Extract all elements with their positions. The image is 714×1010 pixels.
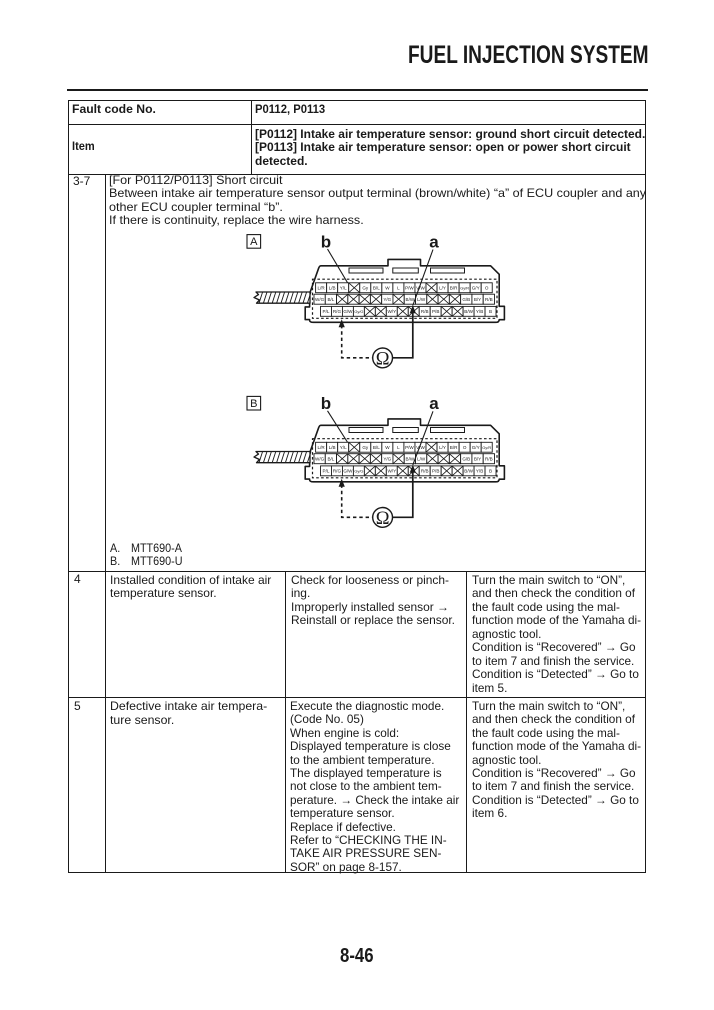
svg-text:O: O bbox=[485, 285, 489, 290]
svg-text:P/W: P/W bbox=[405, 285, 414, 290]
svg-text:G/W: G/W bbox=[343, 469, 353, 474]
svg-text:Gy: Gy bbox=[362, 445, 369, 450]
svg-text:P/B: P/B bbox=[432, 469, 439, 474]
svg-text:A: A bbox=[250, 236, 258, 248]
svg-text:R/B: R/B bbox=[421, 469, 429, 474]
svg-text:L/R: L/R bbox=[318, 445, 326, 450]
svg-text:P/W: P/W bbox=[405, 445, 414, 450]
svg-text:P/L: P/L bbox=[323, 469, 330, 474]
svg-text:b: b bbox=[321, 232, 331, 251]
svg-text:R/B: R/B bbox=[485, 456, 493, 461]
svg-text:V/W: V/W bbox=[416, 445, 425, 450]
svg-text:L: L bbox=[397, 285, 400, 290]
svg-text:B/Y: B/Y bbox=[474, 297, 481, 302]
svg-text:B/L: B/L bbox=[327, 297, 334, 302]
svg-text:B: B bbox=[250, 398, 257, 410]
svg-text:P/L: P/L bbox=[323, 309, 330, 314]
svg-text:R/G: R/G bbox=[333, 309, 342, 314]
svg-text:L/Y: L/Y bbox=[439, 285, 446, 290]
svg-text:Gy/R: Gy/R bbox=[482, 445, 491, 450]
svg-text:W/Y: W/Y bbox=[387, 309, 396, 314]
svg-text:L/B: L/B bbox=[329, 285, 336, 290]
svg-text:B/W: B/W bbox=[406, 297, 415, 302]
svg-text:L: L bbox=[397, 445, 400, 450]
svg-text:W/G: W/G bbox=[315, 297, 325, 302]
svg-text:b: b bbox=[321, 394, 331, 413]
svg-text:Y/B: Y/B bbox=[476, 469, 483, 474]
svg-text:G/Y: G/Y bbox=[472, 285, 480, 290]
svg-text:G/Y: G/Y bbox=[472, 445, 480, 450]
svg-text:R/G: R/G bbox=[333, 469, 342, 474]
svg-text:B/W: B/W bbox=[464, 309, 473, 314]
svg-text:L/W: L/W bbox=[417, 456, 426, 461]
svg-text:L/Y: L/Y bbox=[439, 445, 446, 450]
svg-text:B/R: B/R bbox=[450, 285, 458, 290]
svg-text:Gy/G: Gy/G bbox=[354, 469, 363, 474]
svg-text:a: a bbox=[429, 394, 439, 413]
svg-text:W: W bbox=[385, 285, 390, 290]
svg-text:Ω: Ω bbox=[376, 349, 390, 369]
svg-text:a: a bbox=[429, 232, 439, 251]
svg-text:Y/G: Y/G bbox=[383, 297, 391, 302]
svg-text:B/W: B/W bbox=[406, 456, 415, 461]
svg-text:V/W: V/W bbox=[416, 285, 425, 290]
svg-text:Y/B: Y/B bbox=[476, 309, 483, 314]
svg-text:B/R: B/R bbox=[450, 445, 458, 450]
svg-text:Y/G: Y/G bbox=[383, 456, 391, 461]
svg-text:B/L: B/L bbox=[327, 456, 334, 461]
svg-text:B/L: B/L bbox=[373, 445, 380, 450]
svg-text:G/B: G/B bbox=[462, 456, 470, 461]
svg-text:P/B: P/B bbox=[432, 309, 439, 314]
svg-text:B/L: B/L bbox=[373, 285, 380, 290]
svg-text:Ω: Ω bbox=[376, 509, 390, 529]
svg-text:B/Y: B/Y bbox=[474, 456, 481, 461]
svg-text:Gy: Gy bbox=[362, 285, 369, 290]
svg-text:B/W: B/W bbox=[464, 469, 473, 474]
svg-text:G/B: G/B bbox=[462, 297, 470, 302]
svg-text:L/W: L/W bbox=[417, 297, 426, 302]
svg-text:Y/L: Y/L bbox=[340, 445, 347, 450]
svg-text:R/B: R/B bbox=[485, 297, 493, 302]
svg-text:B: B bbox=[489, 309, 492, 314]
svg-text:R/B: R/B bbox=[421, 309, 429, 314]
svg-text:W/G: W/G bbox=[315, 456, 325, 461]
svg-text:L/B: L/B bbox=[329, 445, 336, 450]
svg-text:W/Y: W/Y bbox=[387, 469, 396, 474]
svg-text:G/W: G/W bbox=[343, 309, 353, 314]
svg-text:Gy/G: Gy/G bbox=[354, 309, 363, 314]
svg-text:Gy/R: Gy/R bbox=[460, 285, 469, 290]
svg-text:Y/L: Y/L bbox=[340, 285, 347, 290]
svg-text:B: B bbox=[489, 469, 492, 474]
svg-text:W: W bbox=[385, 445, 390, 450]
svg-text:O: O bbox=[463, 445, 467, 450]
svg-text:L/R: L/R bbox=[318, 285, 326, 290]
